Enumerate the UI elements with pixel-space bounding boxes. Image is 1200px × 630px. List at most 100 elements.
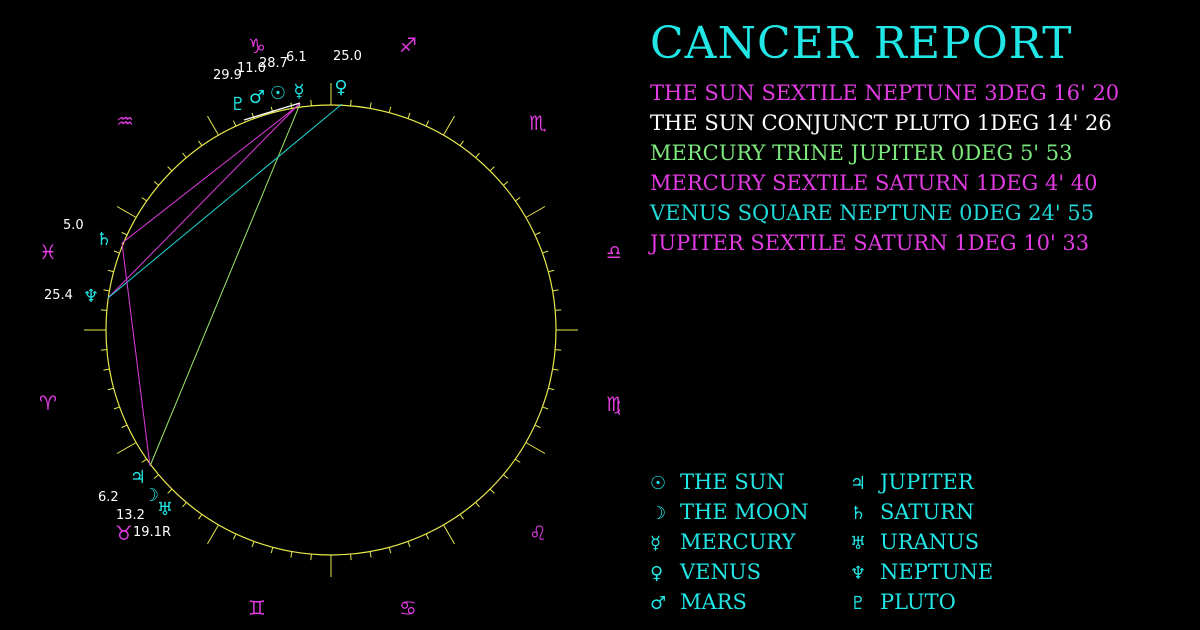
aspect-item: MERCURY SEXTILE SATURN 1DEG 4' 40 <box>650 171 1098 195</box>
degree-tick <box>153 181 159 186</box>
planet-legend-left: ☉ THE SUN ☽THE MOON ☿ MERCURY ♀VENUS ♂ MARS <box>650 467 809 617</box>
legend-label: NEPTUNE <box>880 560 994 584</box>
degree-tick <box>198 140 203 146</box>
degree-tick <box>182 152 187 158</box>
degree-tick <box>407 541 411 548</box>
degree-tick <box>350 554 352 561</box>
virgo-icon: ♍ <box>606 392 620 416</box>
moon-degree: 13.2 <box>116 508 145 523</box>
venus-degree: 25.0 <box>333 49 362 64</box>
degree-tick <box>388 106 392 113</box>
degree-tick <box>270 547 274 554</box>
aspect-item: VENUS SQUARE NEPTUNE 0DEG 24' 55 <box>650 201 1095 225</box>
legend-item: ♀VENUS <box>650 557 809 587</box>
degree-tick <box>425 120 430 127</box>
degree-tick <box>198 514 203 520</box>
degree-tick <box>290 551 293 558</box>
legend-label: MARS <box>680 590 747 614</box>
degree-tick <box>459 140 464 146</box>
saturn-icon: ♄ <box>96 229 112 250</box>
degree-tick <box>121 424 128 429</box>
degree-tick <box>100 309 107 311</box>
degree-tick <box>232 533 237 540</box>
uranus-icon: ♅ <box>157 499 173 520</box>
legend-item: ♆NEPTUNE <box>850 557 993 587</box>
degree-tick <box>116 442 137 454</box>
mercury-icon: ☿ <box>650 533 662 554</box>
legend-item: ☿ MERCURY <box>650 527 809 557</box>
degree-tick <box>103 368 110 371</box>
degree-ticks <box>84 83 578 577</box>
legend-label: JUPITER <box>880 470 974 494</box>
moon-icon: ☽ <box>650 503 667 524</box>
degree-tick <box>251 541 255 548</box>
pluto-degree: 29.9 <box>213 68 242 83</box>
degree-tick <box>542 406 549 410</box>
degree-tick <box>489 488 495 494</box>
mercury-degree: 6.1 <box>286 50 307 65</box>
degree-tick <box>369 102 372 109</box>
libra-icon: ♎ <box>606 240 620 264</box>
legend-item: ♄SATURN <box>850 497 993 527</box>
aspect-line-sun-neptune <box>107 102 301 299</box>
degree-tick <box>113 250 120 254</box>
legend-item: ♅URANUS <box>850 527 993 557</box>
degree-tick <box>552 289 559 292</box>
capricorn-icon: ♑ <box>248 34 266 58</box>
degree-tick <box>459 514 464 520</box>
degree-tick <box>113 406 120 410</box>
degree-tick <box>141 458 147 463</box>
degree-tick <box>153 474 159 479</box>
degree-tick <box>555 309 562 311</box>
sun-icon: ☉ <box>270 83 286 104</box>
cancer-icon: ♋ <box>399 596 417 620</box>
degree-tick <box>548 269 555 273</box>
degree-tick <box>503 181 509 186</box>
natal-chart-wheel: ♑ ♐ ♏ ♎ ♍ ♌ ♋ ♊ ♉ ♈ ♓ ♒ ♀ ☿ ☉ ♂ ♇ ♄ ♆ ♃ … <box>39 33 620 620</box>
degree-tick <box>310 99 312 106</box>
pluto-icon: ♇ <box>230 94 246 115</box>
degree-tick <box>207 524 219 545</box>
legend-label: THE SUN <box>680 470 785 494</box>
sun-icon: ☉ <box>650 473 667 494</box>
legend-label: PLUTO <box>880 590 956 614</box>
degree-tick <box>425 533 430 540</box>
aspect-line-venus-neptune <box>107 103 343 299</box>
neptune-degree: 25.4 <box>44 288 73 303</box>
degree-tick <box>350 99 352 106</box>
uranus-degree: 19.1R <box>133 525 171 540</box>
aspect-item: MERCURY TRINE JUPITER 0DEG 5' 53 <box>650 141 1073 165</box>
degree-tick <box>525 206 546 218</box>
taurus-icon: ♉ <box>115 521 133 545</box>
report-title: CANCER REPORT <box>650 18 1073 69</box>
aspect-item: THE SUN CONJUNCT PLUTO 1DEG 14' 26 <box>650 111 1112 135</box>
chart-ring <box>105 104 557 556</box>
scorpio-icon: ♏ <box>529 111 547 135</box>
degree-tick <box>121 231 128 236</box>
mercury-icon: ☿ <box>293 81 304 102</box>
mars-icon: ♂ <box>650 593 667 614</box>
degree-tick <box>489 166 495 172</box>
degree-tick <box>475 502 480 508</box>
degree-tick <box>555 349 562 351</box>
legend-item: ☉ THE SUN <box>650 467 809 497</box>
degree-tick <box>548 387 555 391</box>
aspect-item: THE SUN SEXTILE NEPTUNE 3DEG 16' 20 <box>650 81 1120 105</box>
degree-tick <box>542 250 549 254</box>
mars-icon: ♂ <box>249 87 265 108</box>
legend-label: MERCURY <box>680 530 796 554</box>
degree-tick <box>310 554 312 561</box>
aspect-line-sun-pluto <box>243 102 301 121</box>
aspect-list: THE SUN SEXTILE NEPTUNE 3DEG 16' 20 THE … <box>650 78 1119 258</box>
degree-tick <box>107 387 114 391</box>
legend-label: VENUS <box>680 560 761 584</box>
sagittarius-icon: ♐ <box>399 33 417 57</box>
degree-tick <box>503 474 509 479</box>
jupiter-icon: ♃ <box>850 473 867 494</box>
degree-tick <box>207 115 219 136</box>
legend-item: ☽THE MOON <box>650 497 809 527</box>
degree-tick <box>443 115 455 136</box>
saturn-icon: ♄ <box>850 503 867 524</box>
degree-tick <box>552 368 559 371</box>
degree-tick <box>182 502 187 508</box>
